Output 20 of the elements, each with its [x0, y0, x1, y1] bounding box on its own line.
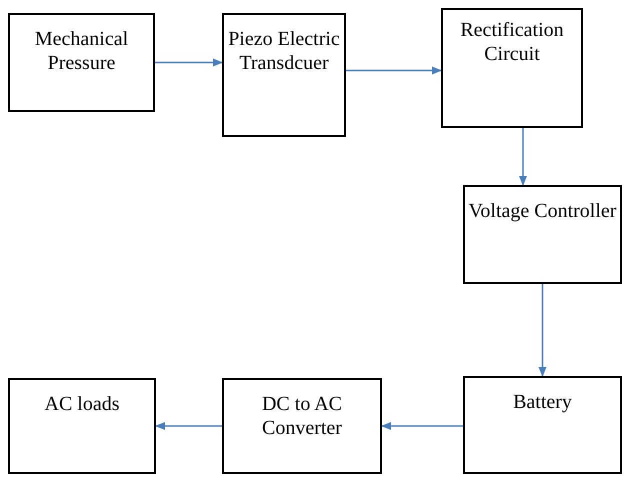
process-box	[463, 376, 622, 474]
process-box	[463, 185, 622, 284]
process-box	[8, 378, 156, 474]
process-box	[8, 13, 155, 112]
arrow	[346, 66, 442, 74]
process-box	[441, 8, 583, 128]
box-label: Piezo Electric Transdcuer	[227, 27, 341, 75]
arrow	[538, 284, 546, 377]
box-label: Voltage Controller	[468, 199, 618, 223]
process-box	[222, 13, 346, 137]
box-label: Battery	[512, 390, 573, 414]
arrow	[155, 422, 222, 430]
box-label: AC loads	[44, 392, 120, 416]
box-label: Rectification Circuit	[459, 18, 565, 66]
box-label: Mechanical Pressure	[34, 27, 130, 75]
process-box	[222, 378, 382, 474]
box-label: DC to AC Converter	[260, 392, 344, 440]
arrow	[381, 422, 463, 430]
arrow	[155, 58, 223, 66]
arrow	[519, 128, 527, 186]
